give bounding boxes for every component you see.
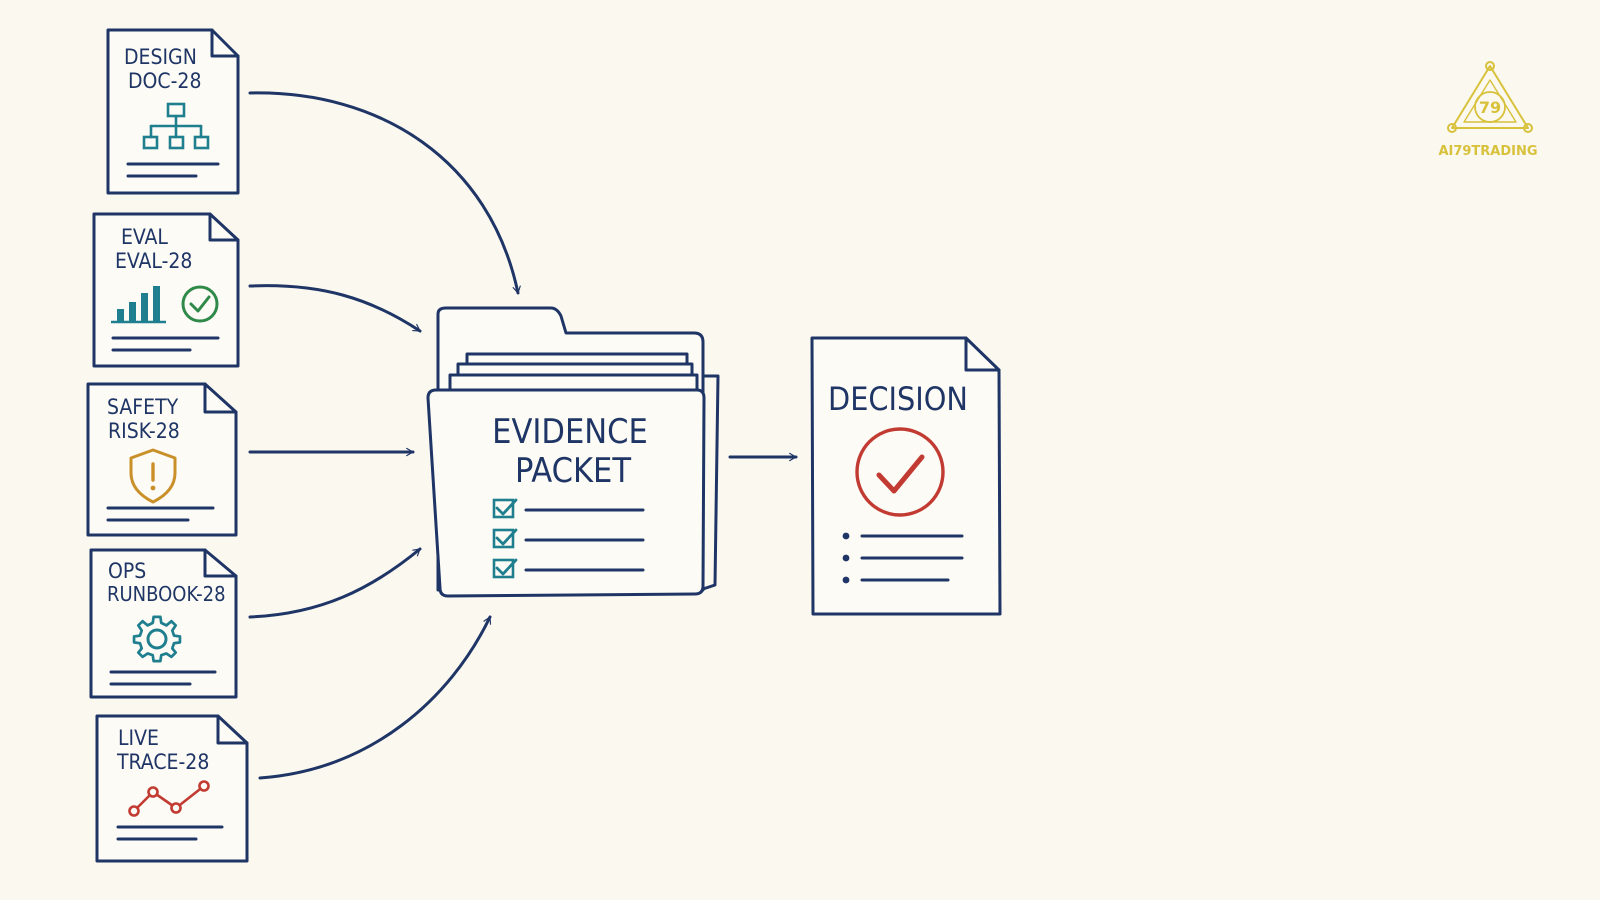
- trend-line-icon: [128, 780, 210, 817]
- checklist-item: [492, 528, 645, 549]
- evidence-packet-folder: EVIDENCE PACKET: [426, 306, 720, 598]
- logo-number: 79: [1479, 98, 1501, 117]
- arrow-eval-to-packet: [248, 284, 422, 333]
- source-doc-live: LIVE TRACE-28: [95, 714, 249, 863]
- doc-label-line1: OPS: [108, 559, 146, 583]
- bar-chart-icon: [111, 286, 166, 324]
- arrow-ops-to-packet: [248, 547, 422, 619]
- arrow-design-to-packet: [248, 91, 521, 295]
- doc-label-line2: RISK-28: [108, 419, 180, 443]
- doc-label-line2: EVAL-28: [115, 249, 192, 273]
- source-doc-safety: SAFETY RISK-28: [86, 382, 238, 537]
- check-circle-icon: [855, 427, 945, 517]
- doc-label-line2: DOC-28: [128, 69, 201, 93]
- source-doc-design: DESIGN DOC-28: [106, 28, 240, 195]
- doc-label-line2: TRACE-28: [116, 750, 209, 774]
- checklist-item: [492, 498, 645, 519]
- check-circle-icon: [181, 285, 219, 323]
- shield-warning-icon: [129, 448, 177, 504]
- source-doc-eval: EVAL EVAL-28: [92, 212, 240, 368]
- arrow-live-to-packet: [258, 615, 492, 780]
- decision-title: DECISION: [828, 380, 968, 418]
- source-doc-ops: OPS RUNBOOK-28: [89, 548, 238, 699]
- bullet-list: [842, 532, 964, 584]
- packet-label-line1: EVIDENCE: [492, 412, 648, 452]
- doc-label-line1: SAFETY: [107, 395, 179, 419]
- doc-label-line1: EVAL: [121, 225, 168, 249]
- gear-icon: [132, 615, 182, 663]
- doc-label-line1: LIVE: [118, 726, 159, 750]
- checklist-icon: [492, 498, 645, 579]
- org-chart-icon: [142, 102, 210, 150]
- logo-wordmark: AI79TRADING: [1438, 144, 1537, 159]
- packet-label-line2: PACKET: [515, 451, 631, 491]
- doc-label-line1: DESIGN: [124, 45, 197, 69]
- checklist-item: [492, 558, 645, 579]
- flow-arrows: [248, 91, 798, 780]
- decision-document: DECISION: [810, 336, 1002, 616]
- brand-logo: 79 AI79TRADING: [1438, 61, 1538, 159]
- doc-label-line2: RUNBOOK-28: [107, 582, 226, 606]
